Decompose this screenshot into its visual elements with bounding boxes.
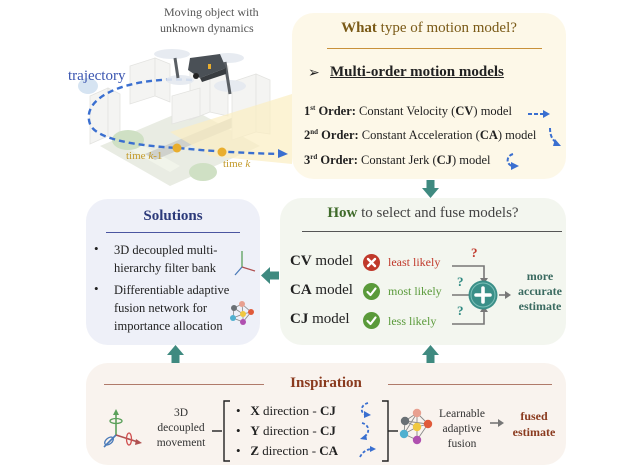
motion-model-type-panel: What type of motion model? ➢ Multi-order…: [292, 13, 566, 179]
trajectory-arrowhead: [278, 149, 288, 158]
how-divider: [302, 231, 562, 232]
multi-order-subtitle: Multi-order motion models: [330, 64, 504, 80]
result-arrow-icon: [499, 291, 511, 299]
cj-model-label: CJ model: [290, 311, 350, 327]
down-arrow-icon: [422, 180, 439, 198]
bullet: •: [94, 281, 99, 296]
city-scene: [78, 49, 292, 186]
direction-list: • X direction - CJ • Y direction - CJ • …: [236, 401, 338, 461]
direction-x: • X direction - CJ: [236, 403, 336, 418]
cv-model-label: CV model: [290, 253, 353, 269]
check-icon: [363, 312, 380, 329]
least-likely-label: least likely: [388, 255, 441, 269]
trajectory-label: trajectory: [68, 68, 126, 84]
drone-icon: [154, 49, 246, 95]
bullet: •: [94, 241, 99, 256]
fusion-plus-icon: [468, 280, 498, 310]
3d-axes-icon: [234, 251, 256, 276]
dashed-straight-arrow-icon: [528, 110, 550, 118]
left-arrow-icon: [261, 267, 279, 284]
direction-z: • Z direction - CA: [236, 443, 339, 458]
inspiration-divider-right: [388, 384, 552, 385]
dashed-curved-arrow-icon: [359, 446, 376, 458]
question-mark-cv: ?: [471, 245, 478, 260]
order-row-2: 2nd Order: Constant Acceleration (CA) mo…: [304, 128, 537, 143]
fusion-network-icon: [230, 301, 254, 325]
most-likely-label: most likely: [388, 284, 442, 298]
dashed-s-curve-arrow-icon: [360, 422, 370, 440]
inspiration-title: Inspiration: [290, 375, 362, 391]
order-row-3: 3rd Order: Constant Jerk (CJ) model: [304, 153, 491, 168]
dashed-curved-arrow-icon: [549, 127, 561, 146]
dashed-hook-arrow-icon: [360, 402, 371, 418]
solutions-divider: [106, 232, 240, 233]
time-k-label: time k: [223, 158, 251, 170]
fused-arrow-icon: [490, 419, 504, 427]
right-bracket: [382, 400, 398, 462]
solutions-panel: Solutions • 3D decoupled multi-hierarchy…: [86, 199, 260, 345]
question-mark-cj: ?: [457, 303, 464, 318]
model-selection-panel: How to select and fuse models? CV model …: [280, 198, 566, 345]
order-row-1: 1st Order: Constant Velocity (CV) model: [304, 104, 512, 119]
caption-line1: Moving object with: [164, 5, 259, 19]
question-mark-ca: ?: [457, 274, 464, 289]
what-title: What type of motion model?: [341, 20, 517, 36]
dashed-hook-arrow-icon: [506, 153, 519, 170]
up-arrow-icon: [167, 345, 184, 363]
learnable-fusion-network-icon: [399, 408, 433, 445]
trajectory-path: [87, 78, 281, 156]
tree: [112, 130, 144, 150]
direction-motion-arrows: [359, 402, 376, 458]
solutions-title: Solutions: [143, 208, 203, 224]
what-divider: [327, 48, 542, 49]
cross-icon: [363, 254, 380, 271]
less-likely-label: less likely: [388, 314, 437, 328]
inspiration-divider-left: [104, 384, 264, 385]
tree: [189, 163, 217, 181]
up-arrow-icon: [422, 345, 439, 363]
drone-city-illustration: Moving object with unknown dynamics: [60, 0, 292, 190]
point-time-k-minus-1: [172, 143, 182, 153]
time-k-minus-1-label: time k-1: [126, 150, 163, 162]
left-bracket: [212, 400, 230, 462]
solution-item-filter-bank: 3D decoupled multi-hierarchy filter bank: [114, 243, 218, 275]
how-title: How to select and fuse models?: [327, 205, 519, 221]
point-time-k: [217, 147, 227, 157]
ca-model-label: CA model: [290, 282, 353, 298]
subtitle-bullet: ➢: [308, 66, 320, 81]
caption-line2: unknown dynamics: [160, 21, 254, 35]
direction-y: • Y direction - CJ: [236, 423, 336, 438]
3d-rotation-axes-icon: [103, 409, 142, 448]
check-icon: [363, 283, 380, 300]
